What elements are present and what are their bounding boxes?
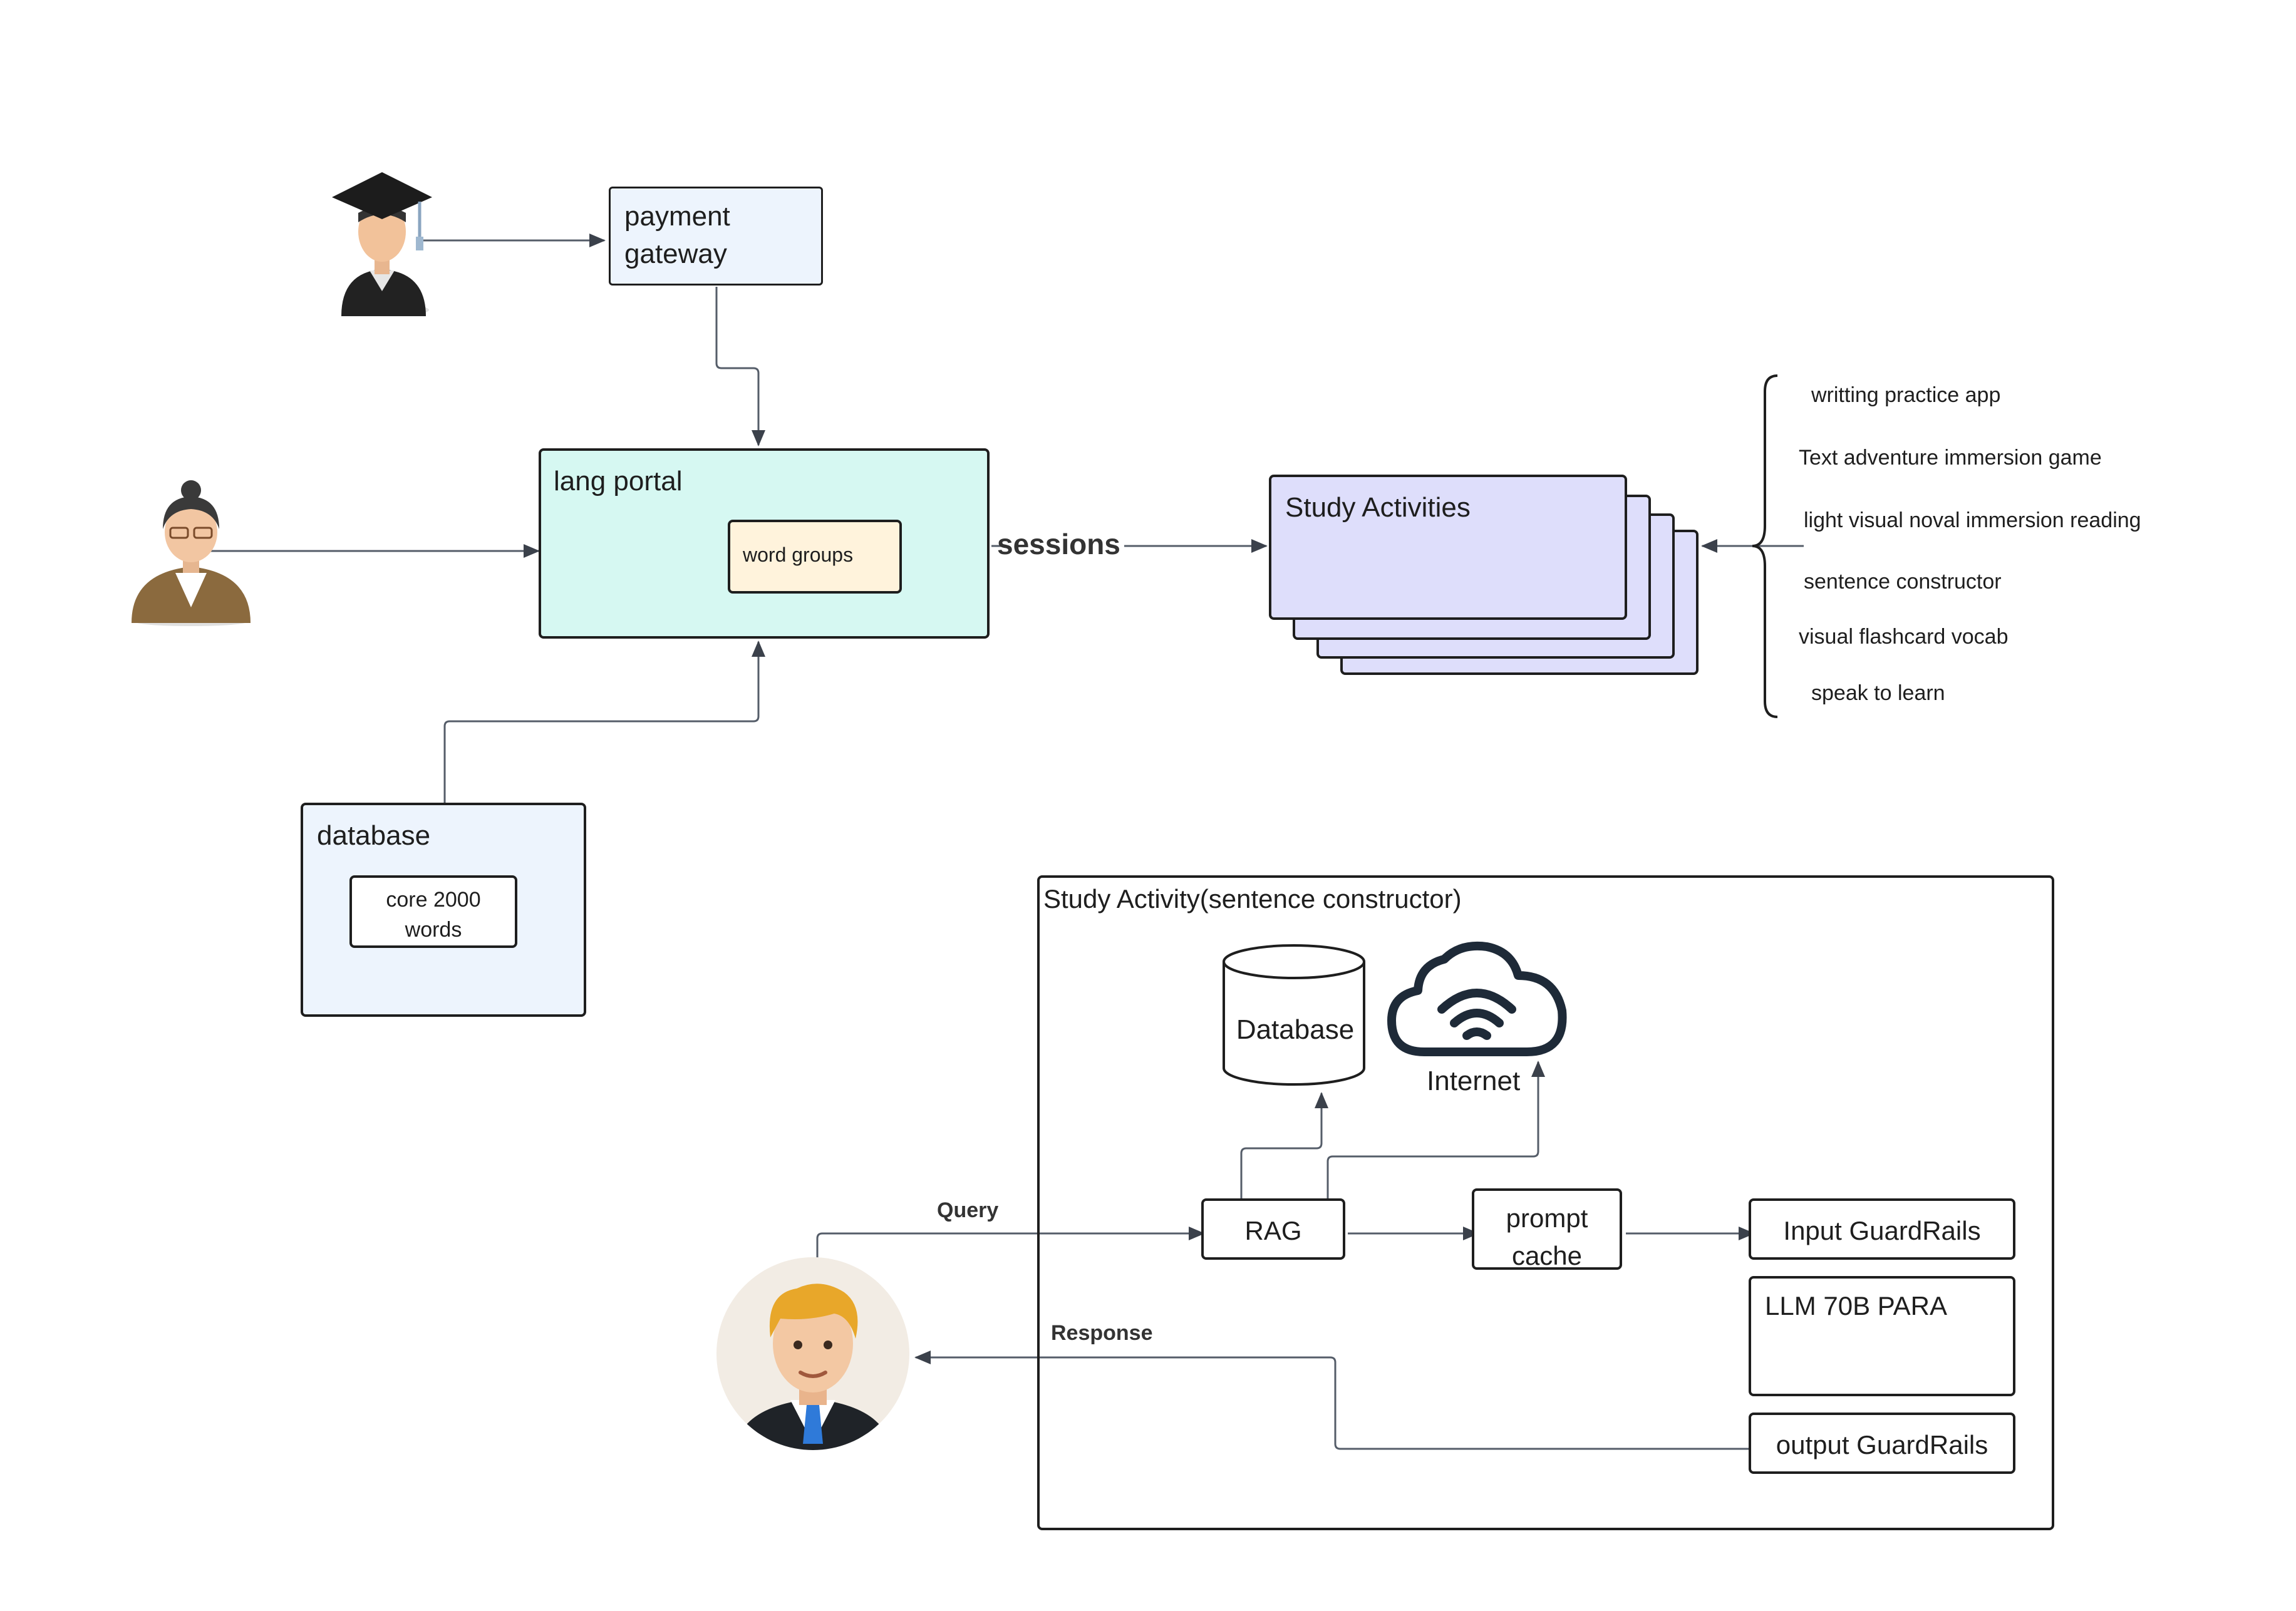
graduate-user-icon [332, 172, 432, 316]
study-activities-title: Study Activities [1285, 492, 1471, 523]
llm-box[interactable]: LLM 70B PARA [1749, 1276, 2015, 1396]
payment-gateway-label-line2: gateway [624, 239, 727, 269]
payment-gateway-label-line1: payment [624, 201, 730, 232]
lang-portal-title: lang portal [554, 466, 683, 497]
teacher-user-icon [132, 480, 251, 626]
database-title: database [317, 820, 431, 851]
edge-rag-to-internet [1326, 1061, 1545, 1205]
output-guardrails-label: output GuardRails [1776, 1430, 1988, 1459]
output-guardrails-box[interactable]: output GuardRails [1749, 1413, 2015, 1474]
study-activities-card[interactable]: Study Activities [1269, 475, 1627, 620]
rag-label: RAG [1244, 1216, 1302, 1245]
activities-brace [1752, 374, 1778, 718]
activity-item: sentence constructor [1804, 570, 2002, 594]
activity-item: light visual noval immersion reading [1804, 508, 2141, 532]
rag-box[interactable]: RAG [1201, 1198, 1345, 1260]
input-guardrails-box[interactable]: Input GuardRails [1749, 1198, 2015, 1260]
edge-database-to-portal [443, 641, 765, 806]
cylinder-database-label: Database [1236, 1014, 1355, 1045]
lang-portal-box[interactable]: lang portal word groups [539, 448, 990, 639]
sentence-constructor-title: Study Activity(sentence constructor) [1043, 884, 1462, 914]
activity-item: speak to learn [1811, 681, 1945, 705]
query-edge-label: Query [937, 1198, 999, 1222]
student-user-icon[interactable] [715, 1256, 911, 1451]
database-box[interactable]: database core 2000 words [301, 803, 586, 1017]
edge-payment-to-portal [715, 287, 765, 446]
internet-label: Internet [1427, 1066, 1521, 1096]
activity-item: writting practice app [1811, 383, 2001, 407]
activity-item: Text adventure immersion game [1799, 446, 2102, 470]
input-guardrails-label: Input GuardRails [1783, 1216, 1981, 1245]
core-words-line1: core 2000 [386, 888, 481, 912]
core-words-line2: words [405, 918, 462, 942]
edge-query [816, 1227, 1205, 1264]
edge-rag-to-database [1240, 1092, 1328, 1205]
edge-response [914, 1351, 1757, 1450]
sessions-edge-label: sessions [997, 528, 1120, 560]
response-edge-label: Response [1051, 1321, 1153, 1345]
prompt-cache-line2: cache [1511, 1241, 1583, 1270]
payment-gateway-box[interactable]: payment gateway [609, 187, 823, 286]
word-groups-label: word groups [743, 543, 854, 566]
activity-item: visual flashcard vocab [1799, 625, 2009, 649]
cloud-wifi-icon[interactable] [1387, 940, 1568, 1059]
prompt-cache-line1: prompt [1506, 1203, 1588, 1233]
llm-label: LLM 70B PARA [1765, 1291, 1948, 1320]
word-groups-box[interactable]: word groups [728, 520, 902, 594]
core-words-box[interactable]: core 2000 words [349, 875, 517, 948]
sentence-constructor-frame: Study Activity(sentence constructor) [1037, 875, 2054, 1530]
prompt-cache-box[interactable]: prompt cache [1472, 1188, 1622, 1270]
cylinder-database-icon[interactable] [1221, 943, 1369, 1091]
